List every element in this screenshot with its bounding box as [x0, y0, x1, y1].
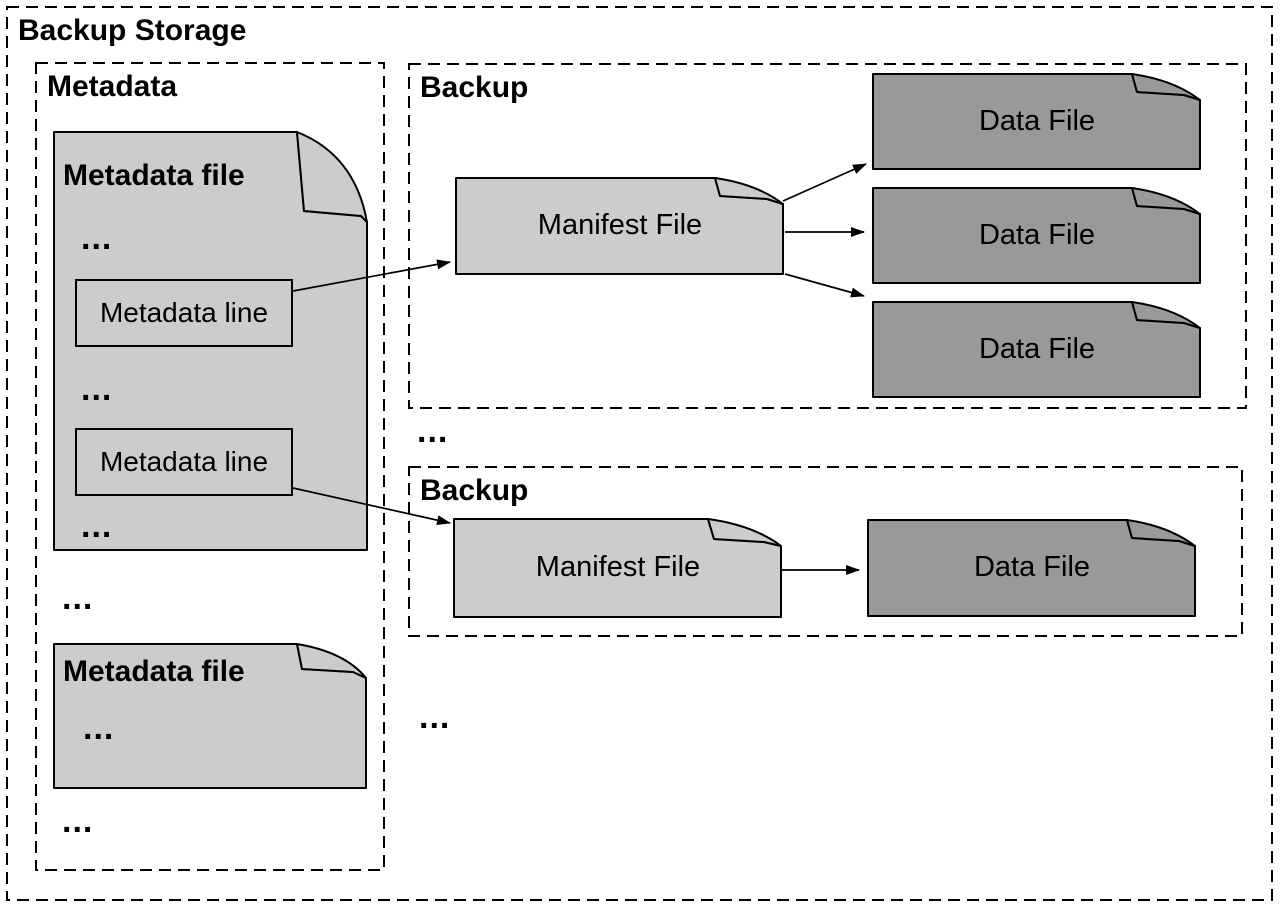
backup-storage-label: Backup Storage — [18, 14, 247, 47]
ellipsis: ... — [81, 370, 113, 408]
ellipsis: ... — [62, 579, 94, 617]
dashed-border — [6, 6, 1273, 901]
backup-section-1: Backup — [408, 63, 1248, 410]
metadata-file-2-label: Metadata file — [63, 655, 245, 688]
document-shape — [453, 518, 782, 618]
data-file-1-label: Data File — [978, 104, 1096, 137]
manifest-file-1: Manifest File — [455, 177, 785, 275]
document-shape — [455, 177, 784, 275]
manifest-file-2: Manifest File — [453, 518, 783, 618]
manifest-file-2-label: Manifest File — [535, 551, 701, 584]
metadata-line-2: Metadata line — [75, 428, 293, 496]
data-file-3: Data File — [872, 301, 1202, 398]
backup-storage-container: Backup Storage — [6, 6, 1274, 902]
metadata-file-1-label: Metadata file — [63, 159, 245, 192]
data-file-2-label: Data File — [978, 218, 1096, 251]
dashed-border — [35, 62, 385, 871]
data-file-4: Data File — [867, 519, 1197, 617]
metadata-line-1-label: Metadata line — [99, 297, 269, 328]
document-shape — [867, 519, 1196, 617]
ellipsis: ... — [81, 219, 113, 257]
ellipsis: ... — [83, 709, 115, 747]
data-file-2: Data File — [872, 187, 1202, 284]
ellipsis: ... — [417, 412, 449, 450]
metadata-section: Metadata — [35, 62, 386, 872]
metadata-line-1: Metadata line — [75, 279, 293, 347]
backup-section-1-label: Backup — [420, 71, 529, 104]
document-shape — [872, 187, 1201, 284]
dashed-border — [408, 63, 1247, 409]
data-file-1: Data File — [872, 73, 1202, 170]
ellipsis: ... — [62, 802, 94, 840]
metadata-section-label: Metadata — [47, 70, 178, 103]
metadata-file-2: Metadata file ... — [53, 643, 368, 789]
document-shape — [872, 301, 1201, 398]
metadata-line-2-label: Metadata line — [99, 446, 269, 477]
document-shape — [872, 73, 1201, 170]
ellipsis: ... — [81, 507, 113, 545]
manifest-file-1-label: Manifest File — [537, 209, 703, 242]
dashed-border — [408, 466, 1243, 637]
data-file-4-label: Data File — [973, 551, 1091, 584]
document-shape — [53, 643, 367, 789]
backup-section-2-label: Backup — [420, 474, 529, 507]
ellipsis: ... — [419, 698, 451, 736]
metadata-file-1: Metadata file ... Metadata line ... Meta… — [53, 131, 368, 551]
data-file-3-label: Data File — [978, 332, 1096, 365]
